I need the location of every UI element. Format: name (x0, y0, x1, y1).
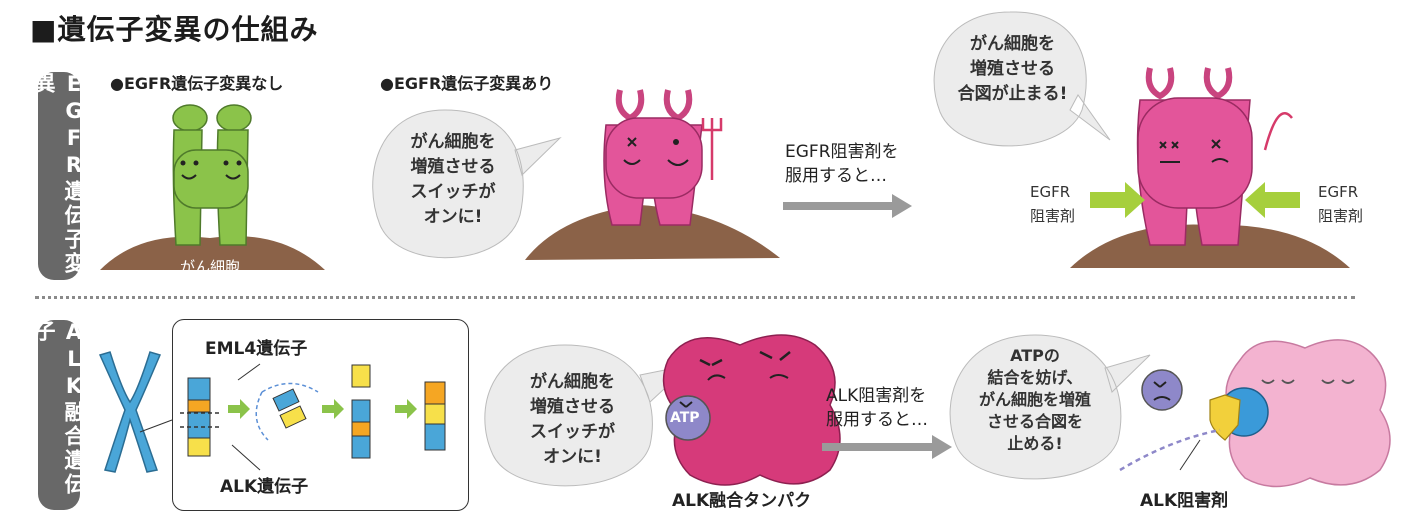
bubble-line: 結合を妨げ、 (987, 368, 1083, 387)
eml4-gene-label: EML4遺伝子 (205, 339, 308, 359)
inhibitor-label-line: EGFR (1318, 183, 1359, 201)
label-mutation: ●EGFR遺伝子変異あり (380, 74, 554, 93)
soil-mound-2 (525, 205, 780, 260)
alk-inhibitor-label: ALK阻害剤 (1140, 491, 1229, 511)
bubble-line: がん細胞を (970, 34, 1055, 54)
section-label-egfr: EGFR遺伝子変異 (32, 72, 86, 280)
arrow-caption-line: 服用すると… (785, 166, 887, 186)
section-divider (35, 296, 1355, 299)
bubble-line: スイッチが (530, 422, 615, 442)
atp-label: ATP (670, 410, 700, 426)
pink-inhibited-receptor-character (1136, 67, 1253, 246)
gene-fusion-box (172, 319, 469, 511)
arrow-caption-line: 服用すると… (826, 410, 928, 430)
cell-label-1: がん細胞 (180, 258, 241, 276)
atp-molecule-icon (665, 395, 711, 441)
bubble-line: がん細胞を (530, 372, 615, 392)
inhibitor-arrow-right (1245, 182, 1300, 218)
cell-label-2: がん細胞 (622, 258, 683, 276)
section-label-alk: ALK融合遺伝子 (32, 320, 86, 510)
soil-mound-3 (1070, 224, 1350, 268)
inhibitor-label-line: 阻害剤 (1030, 207, 1076, 225)
speech-bubble-egfr-1-shape (372, 109, 562, 259)
alk-protein-calm-character (1225, 339, 1391, 488)
bubble-line: スイッチが (410, 182, 496, 202)
arrow-caption-egfr: EGFR阻害剤を 服用すると… (785, 140, 899, 188)
bubble-line: 増殖させる (410, 157, 496, 177)
chromosome-icon (98, 351, 162, 473)
speech-bubble-egfr-1: がん細胞を 増殖させる スイッチが オンに! (388, 130, 518, 230)
gray-arrow-egfr (783, 194, 912, 218)
bubble-line: がん細胞を増殖 (978, 390, 1091, 409)
egfr-inhibitor-label-left: EGFR 阻害剤 (1030, 180, 1075, 228)
inhibitor-label-line: 阻害剤 (1318, 207, 1364, 225)
bubble-line: オンに! (543, 447, 602, 467)
bubble-line: がん細胞を (410, 132, 496, 152)
green-receptor-character (172, 104, 252, 246)
arrow-caption-alk: ALK阻害剤を 服用すると… (826, 384, 928, 432)
arrow-caption-line: ALK阻害剤を (826, 386, 927, 406)
speech-bubble-alk-1: がん細胞を 増殖させる スイッチが オンに! (500, 370, 645, 470)
bubble-line: させる合図を (986, 412, 1083, 431)
arrow-caption-line: EGFR阻害剤を (785, 142, 899, 162)
label-no-mutation: ●EGFR遺伝子変異なし (110, 74, 284, 93)
speech-bubble-alk-2: ATPの 結合を妨げ、 がん細胞を増殖 させる合図を 止める! (960, 345, 1110, 455)
green-arrows (228, 399, 417, 419)
bubble-line: 合図が止まる! (957, 84, 1068, 104)
speech-bubble-egfr-2-shape (933, 11, 1111, 147)
inhibitor-arrow-left (1090, 182, 1145, 218)
bubble-line: 増殖させる (970, 59, 1055, 79)
gray-arrow-alk (822, 435, 952, 459)
bubble-line: 止める! (1007, 434, 1063, 453)
speech-bubble-alk-2-shape (949, 334, 1151, 480)
bubble-line: ATPの (1010, 346, 1060, 365)
alk-fusion-protein-label: ALK融合タンパク (672, 491, 812, 511)
bubble-line: 増殖させる (530, 397, 615, 417)
gene-fragments-icon (187, 364, 446, 459)
alk-fusion-protein-character (662, 334, 841, 486)
inhibitor-label-line: EGFR (1030, 183, 1071, 201)
shield-icon (1209, 394, 1241, 441)
page-title: ■遺伝子変異の仕組み (30, 13, 319, 46)
egfr-inhibitor-label-right: EGFR 阻害剤 (1318, 180, 1363, 228)
pink-mutated-receptor-character (603, 89, 703, 226)
soil-mound-1 (100, 236, 325, 270)
bubble-line: オンに! (423, 207, 483, 227)
speech-bubble-egfr-2: がん細胞を 増殖させる 合図が止まる! (945, 32, 1080, 107)
alk-gene-label: ALK遺伝子 (220, 477, 309, 497)
